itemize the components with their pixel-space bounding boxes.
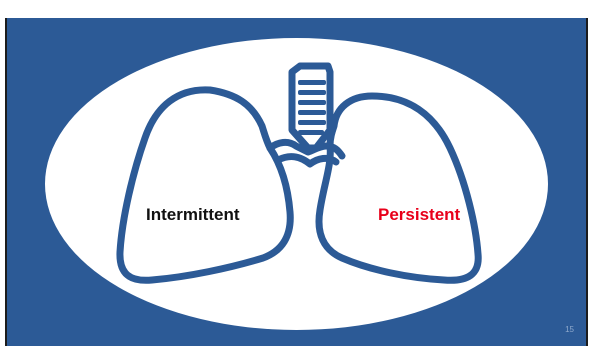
trachea-ring xyxy=(298,100,326,105)
trachea-ring xyxy=(298,90,326,95)
trachea-rings xyxy=(298,80,326,135)
label-intermittent: Intermittent xyxy=(146,205,240,225)
trachea-ring xyxy=(298,80,326,85)
right-lung-outline xyxy=(319,96,478,280)
trachea-ring xyxy=(298,130,324,135)
trachea-ring xyxy=(298,110,326,115)
left-lung-outline xyxy=(120,90,290,280)
trachea-ring xyxy=(298,120,326,125)
label-persistent: Persistent xyxy=(378,205,460,225)
trachea-outline xyxy=(292,66,330,148)
slide-number: 15 xyxy=(565,325,574,334)
